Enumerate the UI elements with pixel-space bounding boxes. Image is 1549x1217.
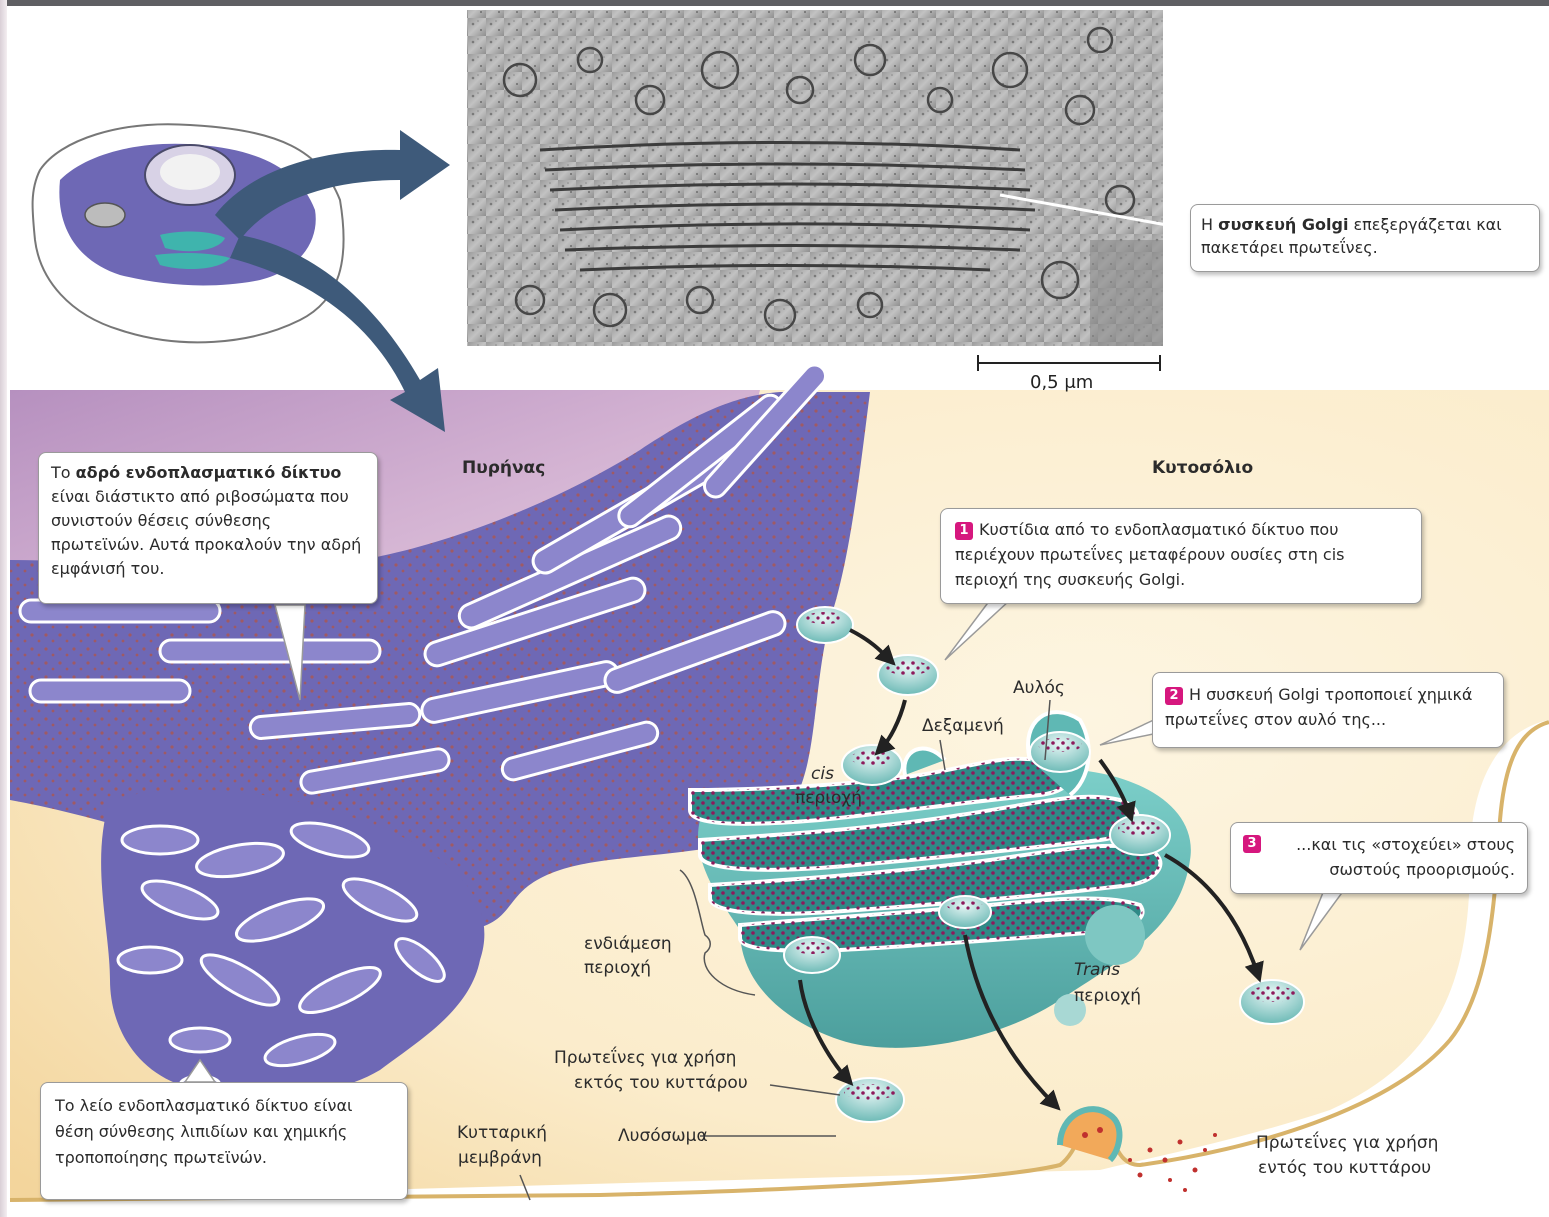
label-medial-2: περιοχή — [584, 956, 651, 980]
label-proteins-out-2: εκτός του κυττάρου — [574, 1071, 748, 1095]
step-2-text: Η συσκευή Golgi τροποποιεί χημικά πρωτεΐ… — [1165, 685, 1472, 729]
step-1-badge: 1 — [955, 522, 973, 540]
golgi-micrograph — [467, 10, 1163, 346]
step-2-badge: 2 — [1165, 687, 1183, 705]
label-nucleus: Πυρήνας — [462, 456, 545, 480]
callout-rough-er-post: είναι διάστικτο από ριβοσώματα που συνισ… — [51, 487, 361, 578]
label-proteins-in-1: Πρωτεΐνες για χρήση — [1256, 1131, 1438, 1155]
step-1-text: Κυστίδια από το ενδοπλασματικό δίκτυο πο… — [955, 520, 1345, 589]
target-vesicle — [1240, 980, 1304, 1024]
callout-smooth-er: Το λείο ενδοπλασματικό δίκτυο είναι θέση… — [40, 1082, 408, 1200]
golgi-vesicle-mid — [939, 896, 991, 928]
cell-overview — [33, 124, 344, 342]
label-membrane-1: Κυτταρική — [457, 1121, 547, 1145]
label-trans: Trans — [1074, 958, 1120, 982]
label-cis: cis — [811, 762, 834, 786]
scale-bar-label: 0,5 μm — [1030, 372, 1093, 393]
er-vesicle-3 — [842, 745, 902, 785]
callout-golgi-pre: Η — [1201, 215, 1218, 234]
er-vesicle-2 — [878, 655, 938, 695]
golgi-vesicle-bottom — [784, 937, 840, 973]
label-proteins-in-2: εντός του κυττάρου — [1258, 1156, 1431, 1180]
callout-rough-er: Το αδρό ενδοπλασματικό δίκτυο είναι διάσ… — [38, 452, 378, 604]
golgi-vesicle-right — [1110, 815, 1170, 855]
label-cis-region: περιοχή — [795, 786, 862, 810]
label-trans-region: περιοχή — [1074, 984, 1141, 1008]
label-medial-1: ενδιάμεση — [584, 932, 672, 956]
label-lumen: Αυλός — [1013, 676, 1065, 700]
label-proteins-out-1: Πρωτεΐνες για χρήση — [554, 1046, 736, 1070]
label-cisterna: Δεξαμενή — [922, 714, 1004, 738]
label-membrane-2: μεμβράνη — [458, 1146, 542, 1170]
scale-bar — [978, 355, 1160, 371]
callout-golgi-function: Η συσκευή Golgi επεξεργάζεται και πακετά… — [1190, 204, 1540, 272]
callout-golgi-bold: συσκευή Golgi — [1218, 215, 1348, 234]
lysosome-vesicle — [836, 1078, 904, 1122]
step-3-text: ...και τις «στοχεύει» στους σωστούς προο… — [1296, 835, 1515, 879]
label-cytosol: Κυτοσόλιο — [1152, 456, 1253, 480]
callout-rough-er-bold: αδρό ενδοπλασματικό δίκτυο — [76, 463, 342, 482]
callout-rough-er-pre: Το — [51, 463, 76, 482]
callout-step-3: 3 ...και τις «στοχεύει» στους σωστούς προ… — [1230, 822, 1528, 894]
callout-smooth-er-text: Το λείο ενδοπλασματικό δίκτυο είναι θέση… — [55, 1096, 352, 1167]
er-vesicle-1 — [797, 607, 853, 643]
label-lysosome: Λυσόσωμα — [618, 1124, 708, 1148]
step-3-badge: 3 — [1243, 835, 1261, 853]
golgi-vesicle-top — [1030, 732, 1090, 772]
